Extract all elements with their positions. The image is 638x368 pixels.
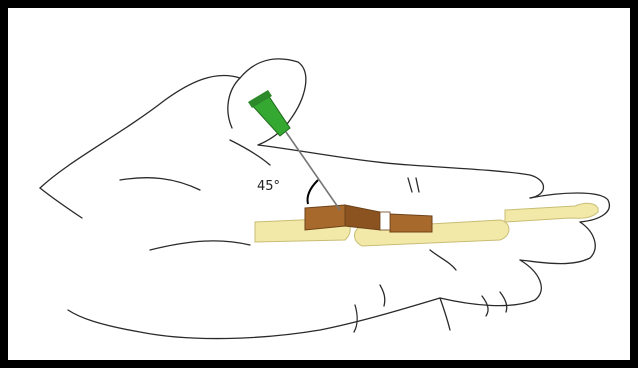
angle-arc (307, 180, 318, 204)
hand-outline (40, 59, 609, 339)
tendon-gap (380, 212, 390, 230)
needle-shaft (286, 132, 340, 210)
tendon-sheath (305, 205, 432, 232)
needle-hub (248, 90, 290, 136)
angle-label: 45° (257, 179, 280, 194)
